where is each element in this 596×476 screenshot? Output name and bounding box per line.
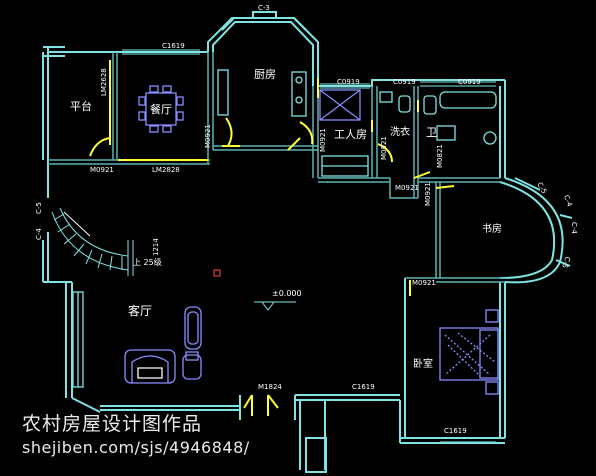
room-wc-label: 卫 bbox=[426, 126, 437, 139]
tag-c5-r2: C-5 bbox=[560, 255, 572, 269]
elevation-symbol bbox=[254, 301, 296, 311]
tag-m0921-hall: M0921 bbox=[395, 184, 419, 192]
tag-m0921-kitchen: M0921 bbox=[204, 124, 212, 148]
exterior-walls bbox=[42, 11, 573, 473]
tag-c1619-top: C1619 bbox=[162, 42, 185, 50]
room-servant-label: 工人房 bbox=[334, 128, 367, 141]
doors bbox=[89, 60, 455, 416]
tag-c4-r2: C-4 bbox=[570, 222, 578, 234]
tag-c4-r1: C-4 bbox=[562, 194, 574, 208]
watermark-url: shejiben.com/sjs/4946848/ bbox=[22, 438, 250, 457]
tag-c4-left: C-4 bbox=[35, 228, 43, 240]
tag-m0921-servant: M0921 bbox=[319, 128, 327, 152]
armchair-1 bbox=[182, 354, 202, 380]
stair-label: 上 25级 bbox=[133, 257, 162, 267]
tag-c3-top: C-3 bbox=[258, 4, 270, 12]
tag-c0919-a: C0919 bbox=[337, 78, 360, 86]
watermark-title: 农村房屋设计图作品 bbox=[22, 413, 203, 435]
fireplace bbox=[124, 349, 176, 384]
tag-c5-left: C-5 bbox=[35, 202, 43, 214]
room-dining-label: 餐厅 bbox=[150, 102, 172, 116]
room-bedroom-label: 卧室 bbox=[413, 357, 433, 370]
furniture bbox=[72, 69, 499, 395]
sofa-right bbox=[184, 306, 202, 350]
room-laundry-label: 洗衣 bbox=[390, 125, 410, 138]
tag-m0921-dining: M0921 bbox=[90, 166, 114, 174]
tag-c0919-c: C0919 bbox=[458, 78, 481, 86]
tag-m0921-bed: M0921 bbox=[412, 279, 436, 287]
tag-c0919-b: C0919 bbox=[393, 78, 416, 86]
elevation-mark: ±0.000 bbox=[272, 289, 302, 298]
room-study-label: 书房 bbox=[482, 222, 502, 235]
tag-lm2628: LM2628 bbox=[100, 68, 108, 96]
tag-m0921-study: M0921 bbox=[424, 182, 432, 206]
center-mark bbox=[213, 269, 221, 277]
tag-lm2828: LM2828 bbox=[152, 166, 180, 174]
tag-m0821-wc: M0821 bbox=[436, 144, 444, 168]
bathtub bbox=[439, 91, 497, 109]
tag-m1824: M1824 bbox=[258, 383, 282, 391]
dining-table bbox=[145, 92, 177, 126]
windows bbox=[122, 49, 496, 443]
stair bbox=[51, 207, 134, 276]
tag-c1619-front: C1619 bbox=[352, 383, 375, 391]
tag-m0921-laundry: M0921 bbox=[380, 136, 388, 160]
tag-c1619-bed: C1619 bbox=[444, 427, 467, 435]
room-terrace-label: 平台 bbox=[70, 99, 92, 113]
room-kitchen-label: 厨房 bbox=[254, 68, 276, 81]
stair-dimension: 1214 bbox=[152, 238, 160, 256]
room-living-label: 客厅 bbox=[128, 303, 152, 318]
